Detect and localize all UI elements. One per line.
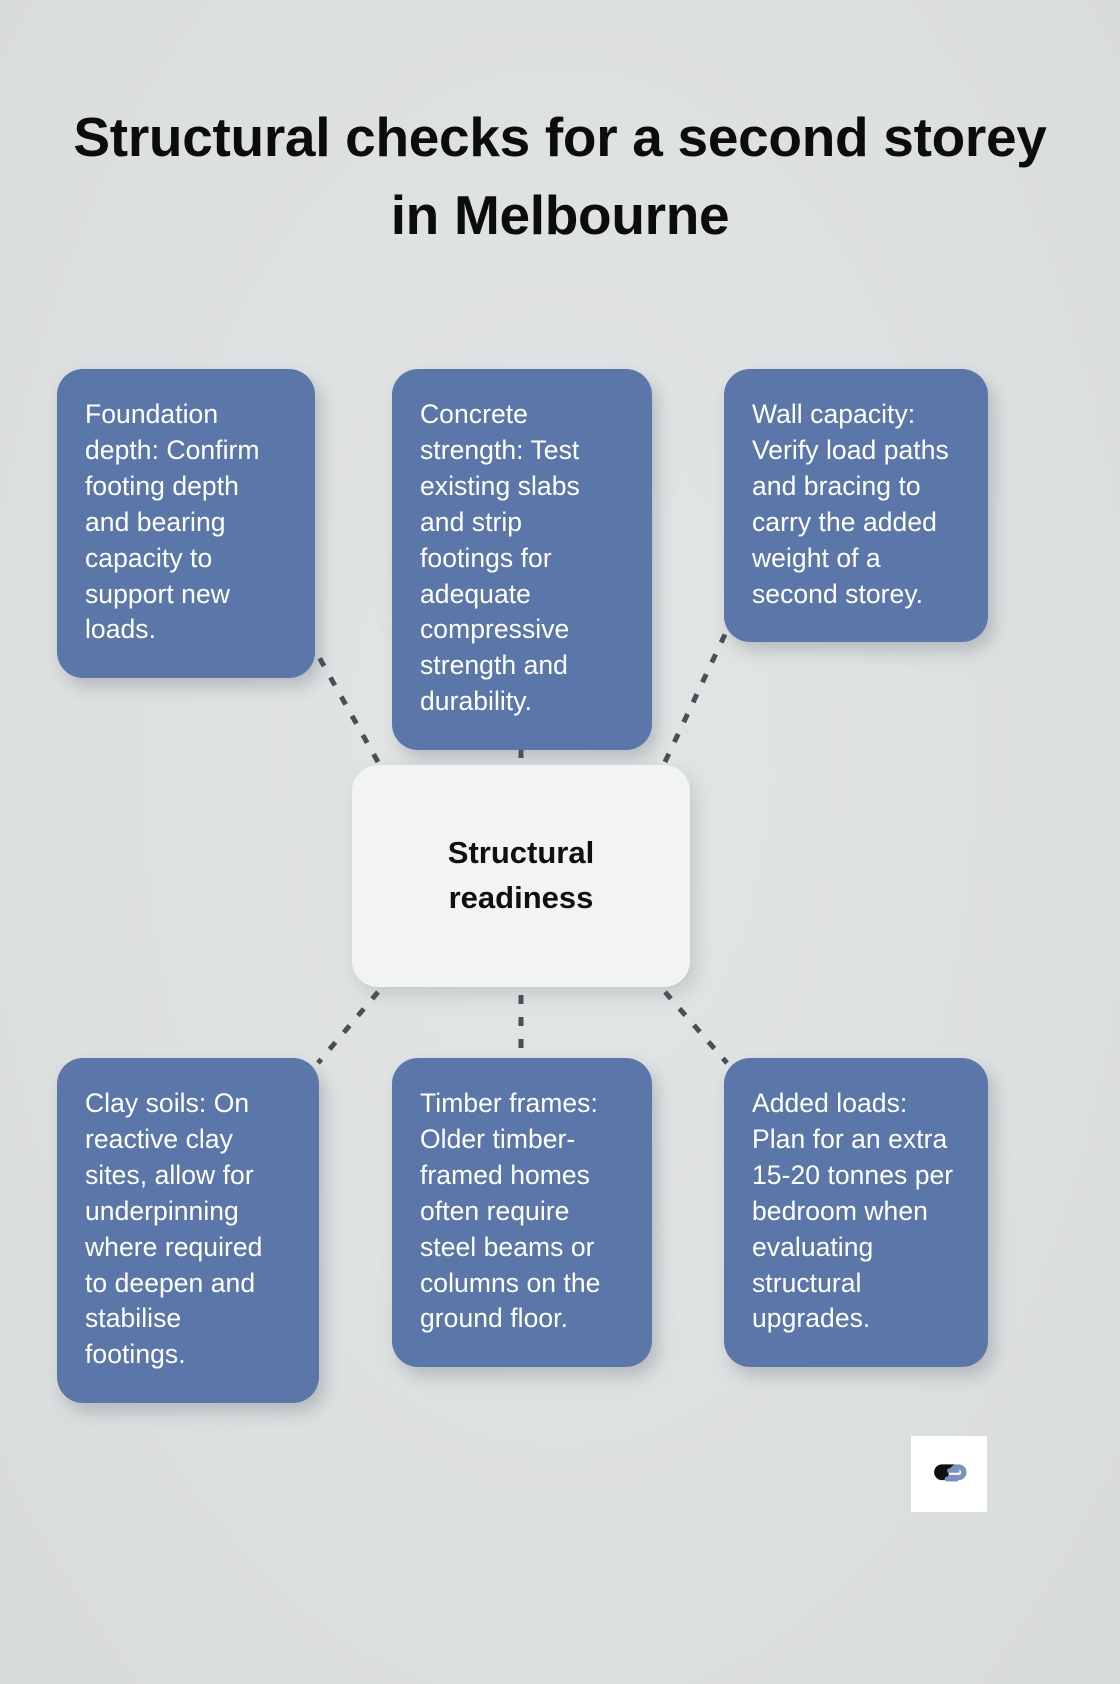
node-timber-frames[interactable]: Timber frames: Older timber-framed homes… [392, 1058, 652, 1368]
page-title: Structural checks for a second storey in… [73, 106, 1047, 247]
connector-center-to-wall-capacity [662, 626, 731, 764]
node-clay-soils[interactable]: Clay soils: On reactive clay sites, allo… [57, 1058, 319, 1404]
node-text: Clay soils: On reactive clay sites, allo… [85, 1088, 263, 1370]
node-wall-capacity[interactable]: Wall capacity: Verify load paths and bra… [724, 369, 988, 643]
brand-logo [911, 1436, 987, 1512]
connector-center-to-clay-soils [316, 990, 380, 1065]
connector-center-to-added-loads [663, 990, 729, 1065]
connector-center-to-foundation-depth [312, 648, 381, 764]
node-concrete-strength[interactable]: Concrete strength: Test existing slabs a… [392, 369, 652, 751]
node-text: Added loads: Plan for an extra 15-20 ton… [752, 1088, 954, 1334]
brand-logo-icon [934, 1464, 967, 1482]
center-node-label: Structural readiness [447, 835, 595, 915]
node-foundation-depth[interactable]: Foundation depth: Confirm footing depth … [57, 369, 315, 679]
node-text: Wall capacity: Verify load paths and bra… [752, 399, 949, 609]
node-text: Foundation depth: Confirm footing depth … [85, 399, 260, 645]
center-node-structural-readiness[interactable]: Structural readiness [352, 765, 690, 987]
node-text: Timber frames: Older timber-framed homes… [420, 1088, 601, 1334]
node-added-loads[interactable]: Added loads: Plan for an extra 15-20 ton… [724, 1058, 988, 1368]
node-text: Concrete strength: Test existing slabs a… [420, 399, 580, 717]
